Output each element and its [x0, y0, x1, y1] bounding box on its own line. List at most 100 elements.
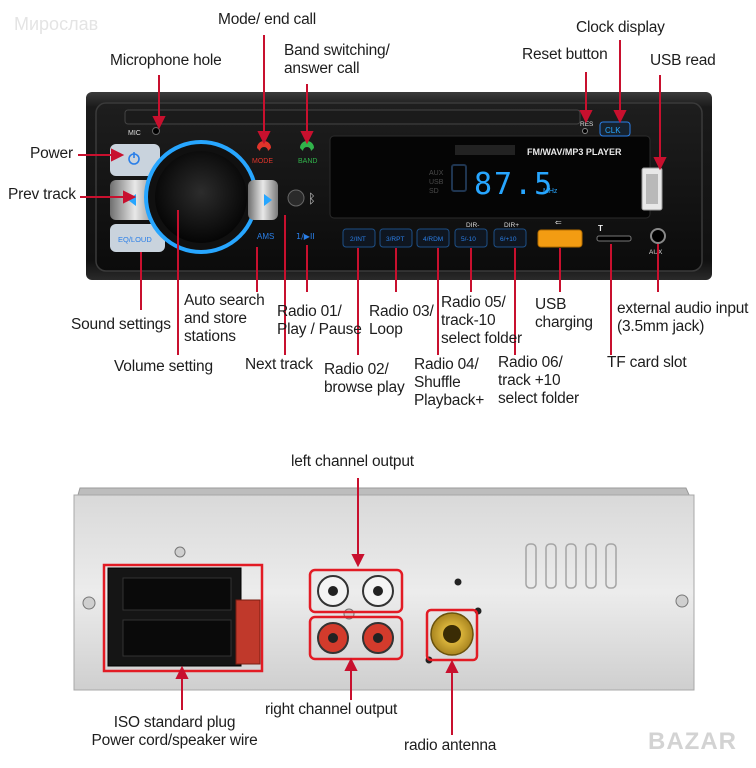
preset-button-4[interactable]: 4/RDM	[423, 236, 443, 243]
label-line: Play / Pause	[277, 321, 362, 338]
label-radio-02: Radio 02/ browse play	[324, 361, 405, 397]
right-channel-highlight	[308, 615, 404, 661]
label-right-channel-output: right channel output	[265, 701, 398, 718]
usb-charging-port[interactable]	[537, 229, 583, 248]
dir-minus-label: DIR-	[466, 222, 479, 229]
display-mode-usb: USB	[429, 179, 444, 186]
eq-loud-button[interactable]	[110, 224, 165, 252]
label-radio-06: Radio 06/ track +10 select folder	[498, 354, 579, 408]
label-line: and store	[184, 310, 247, 327]
screw-icon	[675, 594, 689, 608]
screw-icon	[174, 546, 186, 558]
label-mode-end-call: Mode/ end call	[218, 11, 317, 28]
label-tf-card-slot: TF card slot	[607, 354, 687, 371]
label-line: ISO standard plug	[113, 714, 236, 731]
display-mode-sd: SD	[429, 188, 439, 195]
bluetooth-button[interactable]	[287, 189, 305, 207]
mic-label: MIC	[128, 130, 141, 137]
label-line: browse play	[324, 379, 405, 396]
watermark-top-left: Мирослав	[14, 14, 99, 34]
label-line: Band switching/	[284, 42, 390, 59]
mode-label: MODE	[252, 158, 273, 165]
frequency-unit: MHz	[543, 188, 558, 195]
label-line: Radio 01/	[277, 303, 342, 320]
label-radio-01: Radio 01/ Play / Pause	[277, 303, 362, 339]
bluetooth-icon: ᛒ	[308, 192, 316, 207]
band-label: BAND	[298, 158, 317, 165]
label-line: Playback+	[414, 392, 485, 409]
label-line: Auto search	[184, 292, 265, 309]
label-line: Power cord/speaker wire	[91, 732, 258, 749]
callout-lines	[78, 35, 667, 735]
preset-button-5[interactable]: 5/-10	[461, 236, 476, 243]
label-line: USB	[535, 296, 567, 313]
mode-phone-icon	[257, 141, 271, 151]
screw-icon	[82, 596, 96, 610]
label-radio-05: Radio 05/ track-10 select folder	[441, 294, 522, 348]
clk-button[interactable]	[599, 121, 631, 137]
front-panel: MIC MODE BAND EQ/LOUD ᛒ AMS 1/▶II FM/WAV…	[86, 92, 712, 280]
dir-plus-label: DIR+	[504, 222, 519, 229]
label-power: Power	[30, 145, 73, 162]
left-channel-highlight	[308, 568, 404, 614]
band-phone-icon	[300, 141, 314, 151]
fuse	[235, 599, 261, 665]
label-reset-button: Reset button	[522, 46, 608, 63]
label-line: (3.5mm jack)	[617, 318, 705, 335]
label-line: answer call	[284, 60, 360, 77]
watermark-bottom-right: BAZAR	[648, 728, 737, 755]
frequency-display: 87.5	[474, 167, 554, 202]
label-line: charging	[535, 314, 593, 331]
label-line: Shuffle	[414, 374, 461, 391]
preset-button-2[interactable]: 2/INT	[350, 236, 366, 243]
label-external-audio: external audio input (3.5mm jack)	[617, 300, 748, 336]
label-microphone-hole: Microphone hole	[110, 52, 222, 69]
label-radio-03: Radio 03/ Loop	[369, 303, 434, 339]
next-arrow-icon	[264, 194, 272, 206]
label-line: Radio 05/	[441, 294, 506, 311]
label-line: external audio input	[617, 300, 749, 317]
label-line: Radio 02/	[324, 361, 389, 378]
label-prev-track: Prev track	[8, 186, 76, 203]
label-line: stations	[184, 328, 236, 345]
reset-button[interactable]	[582, 128, 588, 134]
power-button[interactable]	[110, 144, 160, 176]
volume-knob[interactable]	[155, 151, 247, 243]
tf-card-slot[interactable]	[596, 235, 632, 242]
tf-slot-label: T	[598, 224, 603, 233]
preset-button-3[interactable]: 3/RPT	[386, 236, 404, 243]
preset-button-6[interactable]: 6/+10	[500, 236, 517, 243]
back-panel	[73, 487, 695, 691]
label-line: track-10	[441, 312, 496, 329]
label-usb-charging: USB charging	[535, 296, 593, 332]
ams-label: AMS	[257, 232, 274, 241]
label-clock-display: Clock display	[576, 19, 665, 36]
label-radio-antenna: radio antenna	[404, 737, 497, 754]
clk-label: CLK	[605, 126, 621, 135]
aux-label: AUX	[649, 249, 663, 256]
label-band-switching: Band switching/ answer call	[284, 42, 390, 78]
label-left-channel-output: left channel output	[291, 453, 414, 470]
label-volume-setting: Volume setting	[114, 358, 213, 375]
eq-loud-label: EQ/LOUD	[118, 235, 152, 244]
microphone-hole	[152, 127, 160, 135]
play-button[interactable]: 1/▶II	[296, 232, 315, 241]
label-line: select folder	[441, 330, 522, 347]
label-sound-settings: Sound settings	[71, 316, 171, 333]
next-track-button[interactable]	[248, 180, 278, 220]
label-auto-search: Auto search and store stations	[184, 292, 265, 346]
usb-symbol-icon: ⇐	[555, 218, 562, 227]
label-line: Radio 04/	[414, 356, 479, 373]
display-mode-aux: AUX	[429, 170, 444, 177]
label-next-track: Next track	[245, 356, 313, 373]
label-line: Radio 03/	[369, 303, 434, 320]
label-radio-04: Radio 04/ Shuffle Playback+	[414, 356, 484, 410]
vent-slots	[525, 543, 617, 589]
aux-jack[interactable]	[650, 228, 666, 244]
res-label: RES	[580, 121, 594, 128]
format-title: FM/WAV/MP3 PLAYER	[527, 147, 622, 157]
label-usb-read: USB read	[650, 52, 716, 69]
label-line: Radio 06/	[498, 354, 563, 371]
label-line: track +10	[498, 372, 561, 389]
